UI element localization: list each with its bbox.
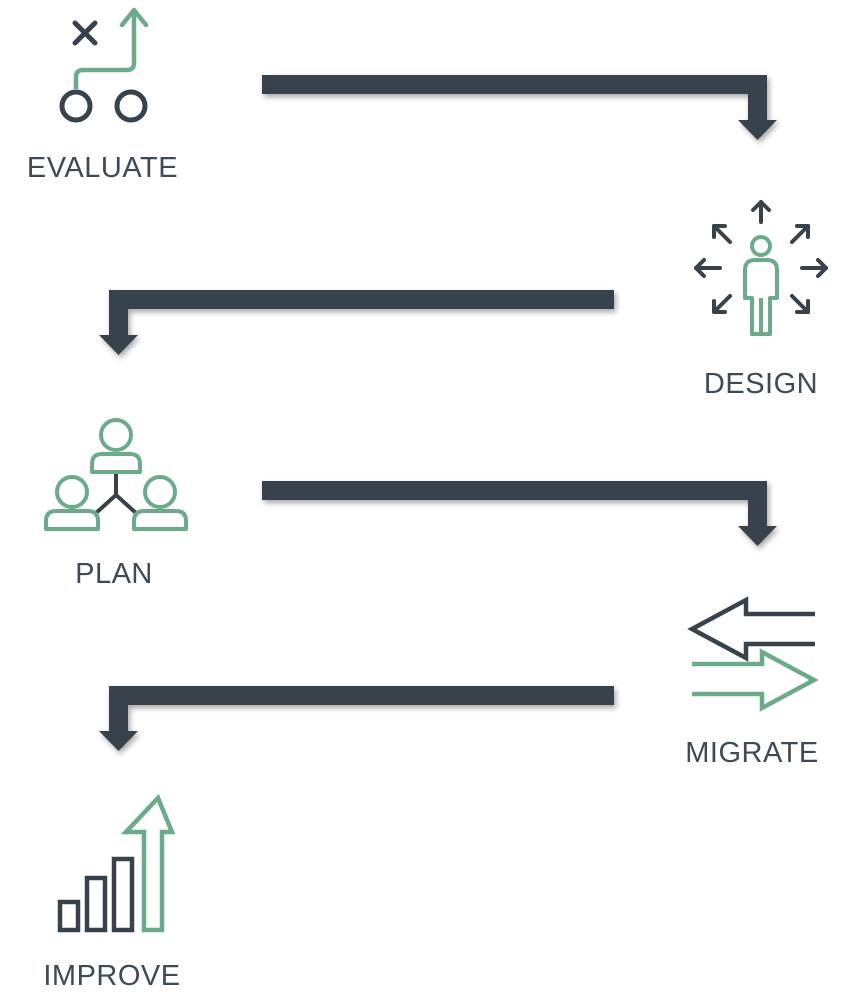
connector-arrow-evaluate-to-design bbox=[262, 75, 777, 140]
connector-arrow-design-to-plan bbox=[99, 290, 614, 355]
connector-arrow-migrate-to-improve bbox=[99, 686, 614, 751]
step-label-evaluate: EVALUATE bbox=[26, 152, 179, 184]
transfer-arrows-icon bbox=[686, 596, 822, 716]
step-label-improve: IMPROVE bbox=[43, 960, 181, 992]
step-label-migrate: MIGRATE bbox=[685, 737, 819, 769]
step-label-design: DESIGN bbox=[703, 368, 819, 400]
connector-arrow-plan-to-migrate bbox=[262, 481, 777, 546]
strategy-play-icon bbox=[50, 5, 165, 130]
growth-bars-icon bbox=[52, 792, 182, 937]
team-hierarchy-icon bbox=[40, 415, 192, 537]
step-label-plan: PLAN bbox=[75, 558, 153, 590]
person-expand-icon bbox=[690, 198, 832, 343]
